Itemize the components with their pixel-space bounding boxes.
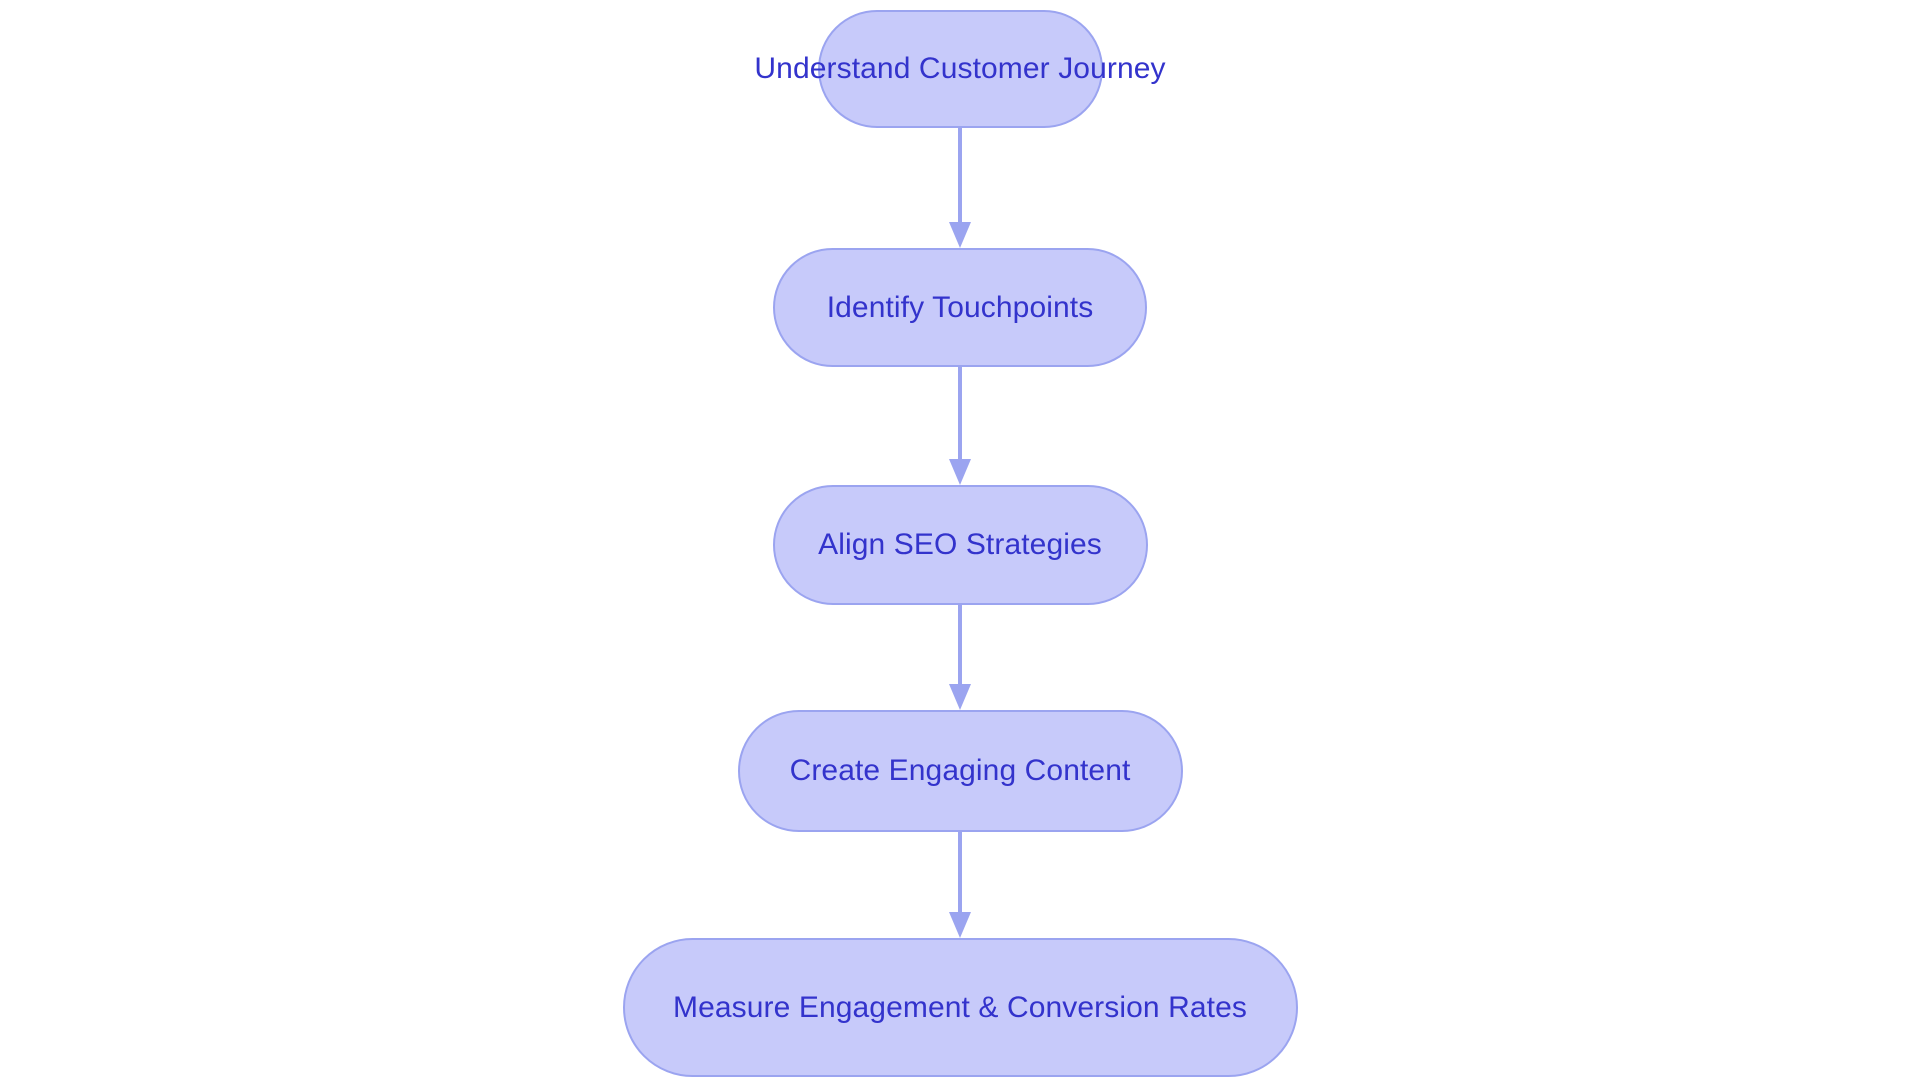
flow-connector-arrow [945,832,975,938]
flow-node[interactable]: Measure Engagement & Conversion Rates [622,938,1298,1077]
flow-node[interactable]: Align SEO Strategies [772,485,1148,605]
arrowhead-down-icon [949,459,971,485]
flow-connector-arrow [945,605,975,710]
flow-connector-arrow [945,128,975,248]
connector-line [958,128,962,223]
connector-line [958,832,962,913]
flow-node[interactable]: Create Engaging Content [737,710,1183,832]
flow-node[interactable]: Understand Customer Journey [754,10,1166,128]
connector-line [958,605,962,685]
flow-node[interactable]: Identify Touchpoints [773,248,1147,367]
flow-connector-arrow [945,367,975,485]
arrowhead-down-icon [949,912,971,938]
flow-node-label: Align SEO Strategies [818,528,1102,561]
connector-line [958,367,962,460]
flow-node-label: Measure Engagement & Conversion Rates [672,990,1247,1024]
arrowhead-down-icon [949,222,971,248]
flow-node-label: Create Engaging Content [789,754,1131,787]
flow-node-label: Identify Touchpoints [826,290,1094,324]
arrowhead-down-icon [949,684,971,710]
flow-node-label: Understand Customer Journey [754,52,1166,85]
